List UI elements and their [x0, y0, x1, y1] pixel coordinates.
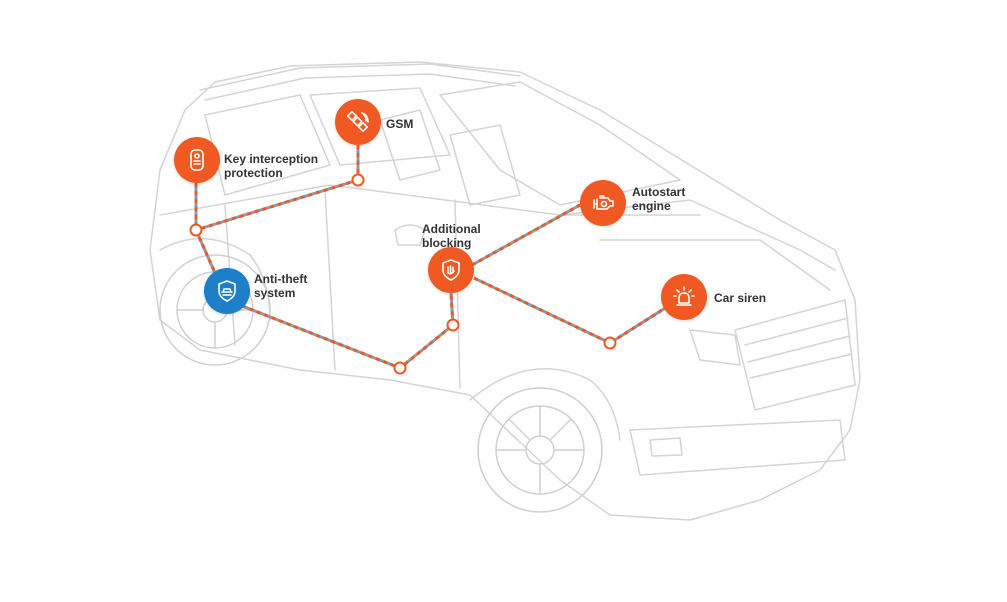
wire-junction — [603, 336, 617, 350]
key-interception-node[interactable] — [174, 137, 220, 183]
key-fob-icon — [190, 149, 204, 171]
car-siren-label: Car siren — [714, 291, 767, 305]
additional-blocking-label: Additional blocking — [422, 222, 481, 250]
wire-junction — [351, 173, 365, 187]
wire-junction — [393, 361, 407, 375]
siren-icon — [673, 286, 695, 306]
front-wheel — [477, 387, 603, 513]
shield-hand-icon — [442, 259, 460, 281]
car-siren-node[interactable] — [661, 274, 707, 320]
wire-junctions — [189, 173, 617, 375]
gsm-node[interactable] — [335, 99, 381, 145]
wire-siren — [473, 276, 671, 345]
additional-blocking-node[interactable] — [428, 247, 474, 293]
wire-junction — [446, 318, 460, 332]
anti-theft-node[interactable] — [204, 268, 250, 314]
wire-lower — [226, 292, 455, 370]
autostart-engine-node[interactable] — [580, 180, 626, 226]
anti-theft-label: Anti-theft system — [254, 272, 308, 300]
shield-car-icon — [218, 280, 236, 302]
key-interception-label: Key interception protection — [224, 152, 319, 180]
autostart-engine-label: Autostart engine — [632, 185, 686, 213]
gsm-label: GSM — [386, 117, 414, 131]
wire-junction — [189, 223, 203, 237]
wire-top — [195, 178, 359, 232]
satellite-icon — [346, 110, 369, 133]
engine-icon — [593, 195, 614, 210]
wire-autostart — [471, 203, 581, 267]
